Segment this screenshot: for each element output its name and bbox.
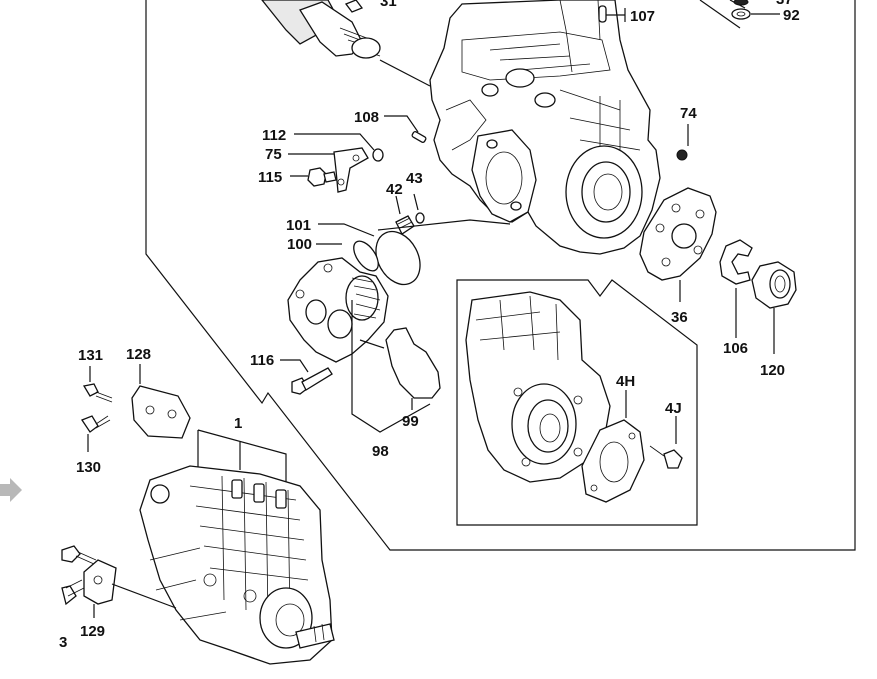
label-37: 37 (776, 0, 793, 8)
label-107: 107 (630, 8, 655, 25)
detail-callout-frame (145, 0, 856, 551)
label-43: 43 (406, 170, 423, 187)
feed-pump-98-part (287, 257, 431, 433)
plug-74-part (676, 124, 689, 161)
label-4H: 4H (616, 373, 635, 390)
oring-100-part (316, 240, 379, 272)
label-115: 115 (258, 169, 282, 186)
label-98: 98 (372, 443, 389, 460)
label-99: 99 (402, 413, 419, 430)
bracket-75-part (288, 147, 369, 193)
oring-112-part (294, 133, 384, 162)
inset-housing-part (465, 291, 611, 483)
label-3: 3 (59, 634, 67, 651)
label-100: 100 (287, 236, 312, 253)
bracket-129-part (83, 559, 177, 618)
label-4J: 4J (665, 400, 682, 417)
bolt-130-part (81, 415, 111, 452)
bolt-115-part (290, 167, 337, 187)
bolt-116-part (280, 359, 333, 395)
bolt-upper-left-part (61, 545, 97, 565)
inset-detail-frame (456, 279, 698, 526)
label-106: 106 (723, 340, 748, 357)
label-42: 42 (386, 181, 403, 198)
drive-shaft-part (261, 0, 381, 59)
label-92: 92 (783, 7, 800, 24)
pin-107-part (598, 5, 626, 23)
label-108: 108 (354, 109, 379, 126)
label-74: 74 (680, 105, 697, 122)
label-101: 101 (286, 217, 311, 234)
right-arrow-icon[interactable] (0, 478, 22, 502)
label-1: 1 (234, 415, 242, 432)
injection-pump-assembly-part (139, 429, 335, 665)
bolt-lower-left-part (61, 579, 85, 606)
leader-housing (377, 219, 511, 231)
leader-31 (379, 59, 431, 87)
label-128: 128 (126, 346, 151, 363)
pin-108-part (384, 115, 427, 144)
label-120: 120 (760, 362, 785, 379)
label-31: 31 (380, 0, 397, 10)
gasket-99-part (385, 327, 441, 410)
label-112: 112 (262, 127, 286, 144)
key-106-part (719, 239, 753, 338)
oring-101-part (318, 223, 421, 286)
label-116: 116 (250, 352, 274, 369)
bolt-131-part (82, 366, 113, 403)
gasket-4H-part (581, 390, 645, 503)
label-129: 129 (80, 623, 105, 640)
washer-92-part (699, 0, 780, 29)
nut-120-part (751, 261, 797, 354)
label-36: 36 (671, 309, 688, 326)
oring-43-part (413, 193, 425, 224)
label-75: 75 (265, 146, 282, 163)
label-130: 130 (76, 459, 101, 476)
bracket-128-part (131, 364, 191, 439)
pump-housing-part (429, 0, 661, 255)
coupling-36-part (639, 187, 717, 302)
label-131: 131 (78, 347, 103, 364)
bolt-4J-part (649, 416, 683, 469)
